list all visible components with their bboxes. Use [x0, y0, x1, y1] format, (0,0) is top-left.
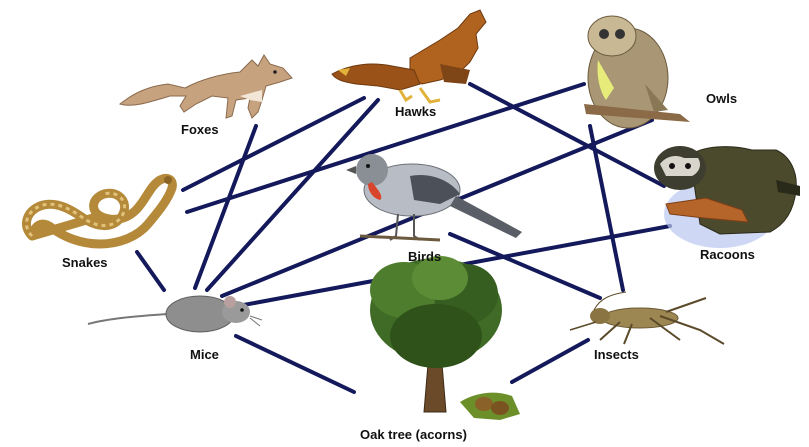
link-mice-oak [236, 336, 354, 392]
label-birds: Birds [408, 249, 441, 264]
label-insects: Insects [594, 347, 639, 362]
insect-illustration [570, 292, 724, 344]
hawk-illustration [332, 10, 486, 102]
racoon-illustration [654, 146, 800, 248]
label-snakes: Snakes [62, 255, 108, 270]
link-snakes-mice [137, 252, 164, 290]
label-hawks: Hawks [395, 104, 436, 119]
label-owls: Owls [706, 91, 737, 106]
link-hawks-mice [207, 100, 378, 290]
bird-illustration [346, 154, 522, 240]
snake-illustration [26, 176, 172, 244]
label-mice: Mice [190, 347, 219, 362]
oak-tree-illustration [370, 256, 520, 420]
mouse-illustration [88, 296, 262, 332]
label-oak-tree: Oak tree (acorns) [360, 427, 467, 442]
label-racoons: Racoons [700, 247, 755, 262]
fox-illustration [120, 55, 292, 118]
label-foxes: Foxes [181, 122, 219, 137]
link-owls-insects [590, 126, 623, 290]
owl-illustration [584, 16, 690, 128]
link-insects-oak [512, 340, 588, 382]
